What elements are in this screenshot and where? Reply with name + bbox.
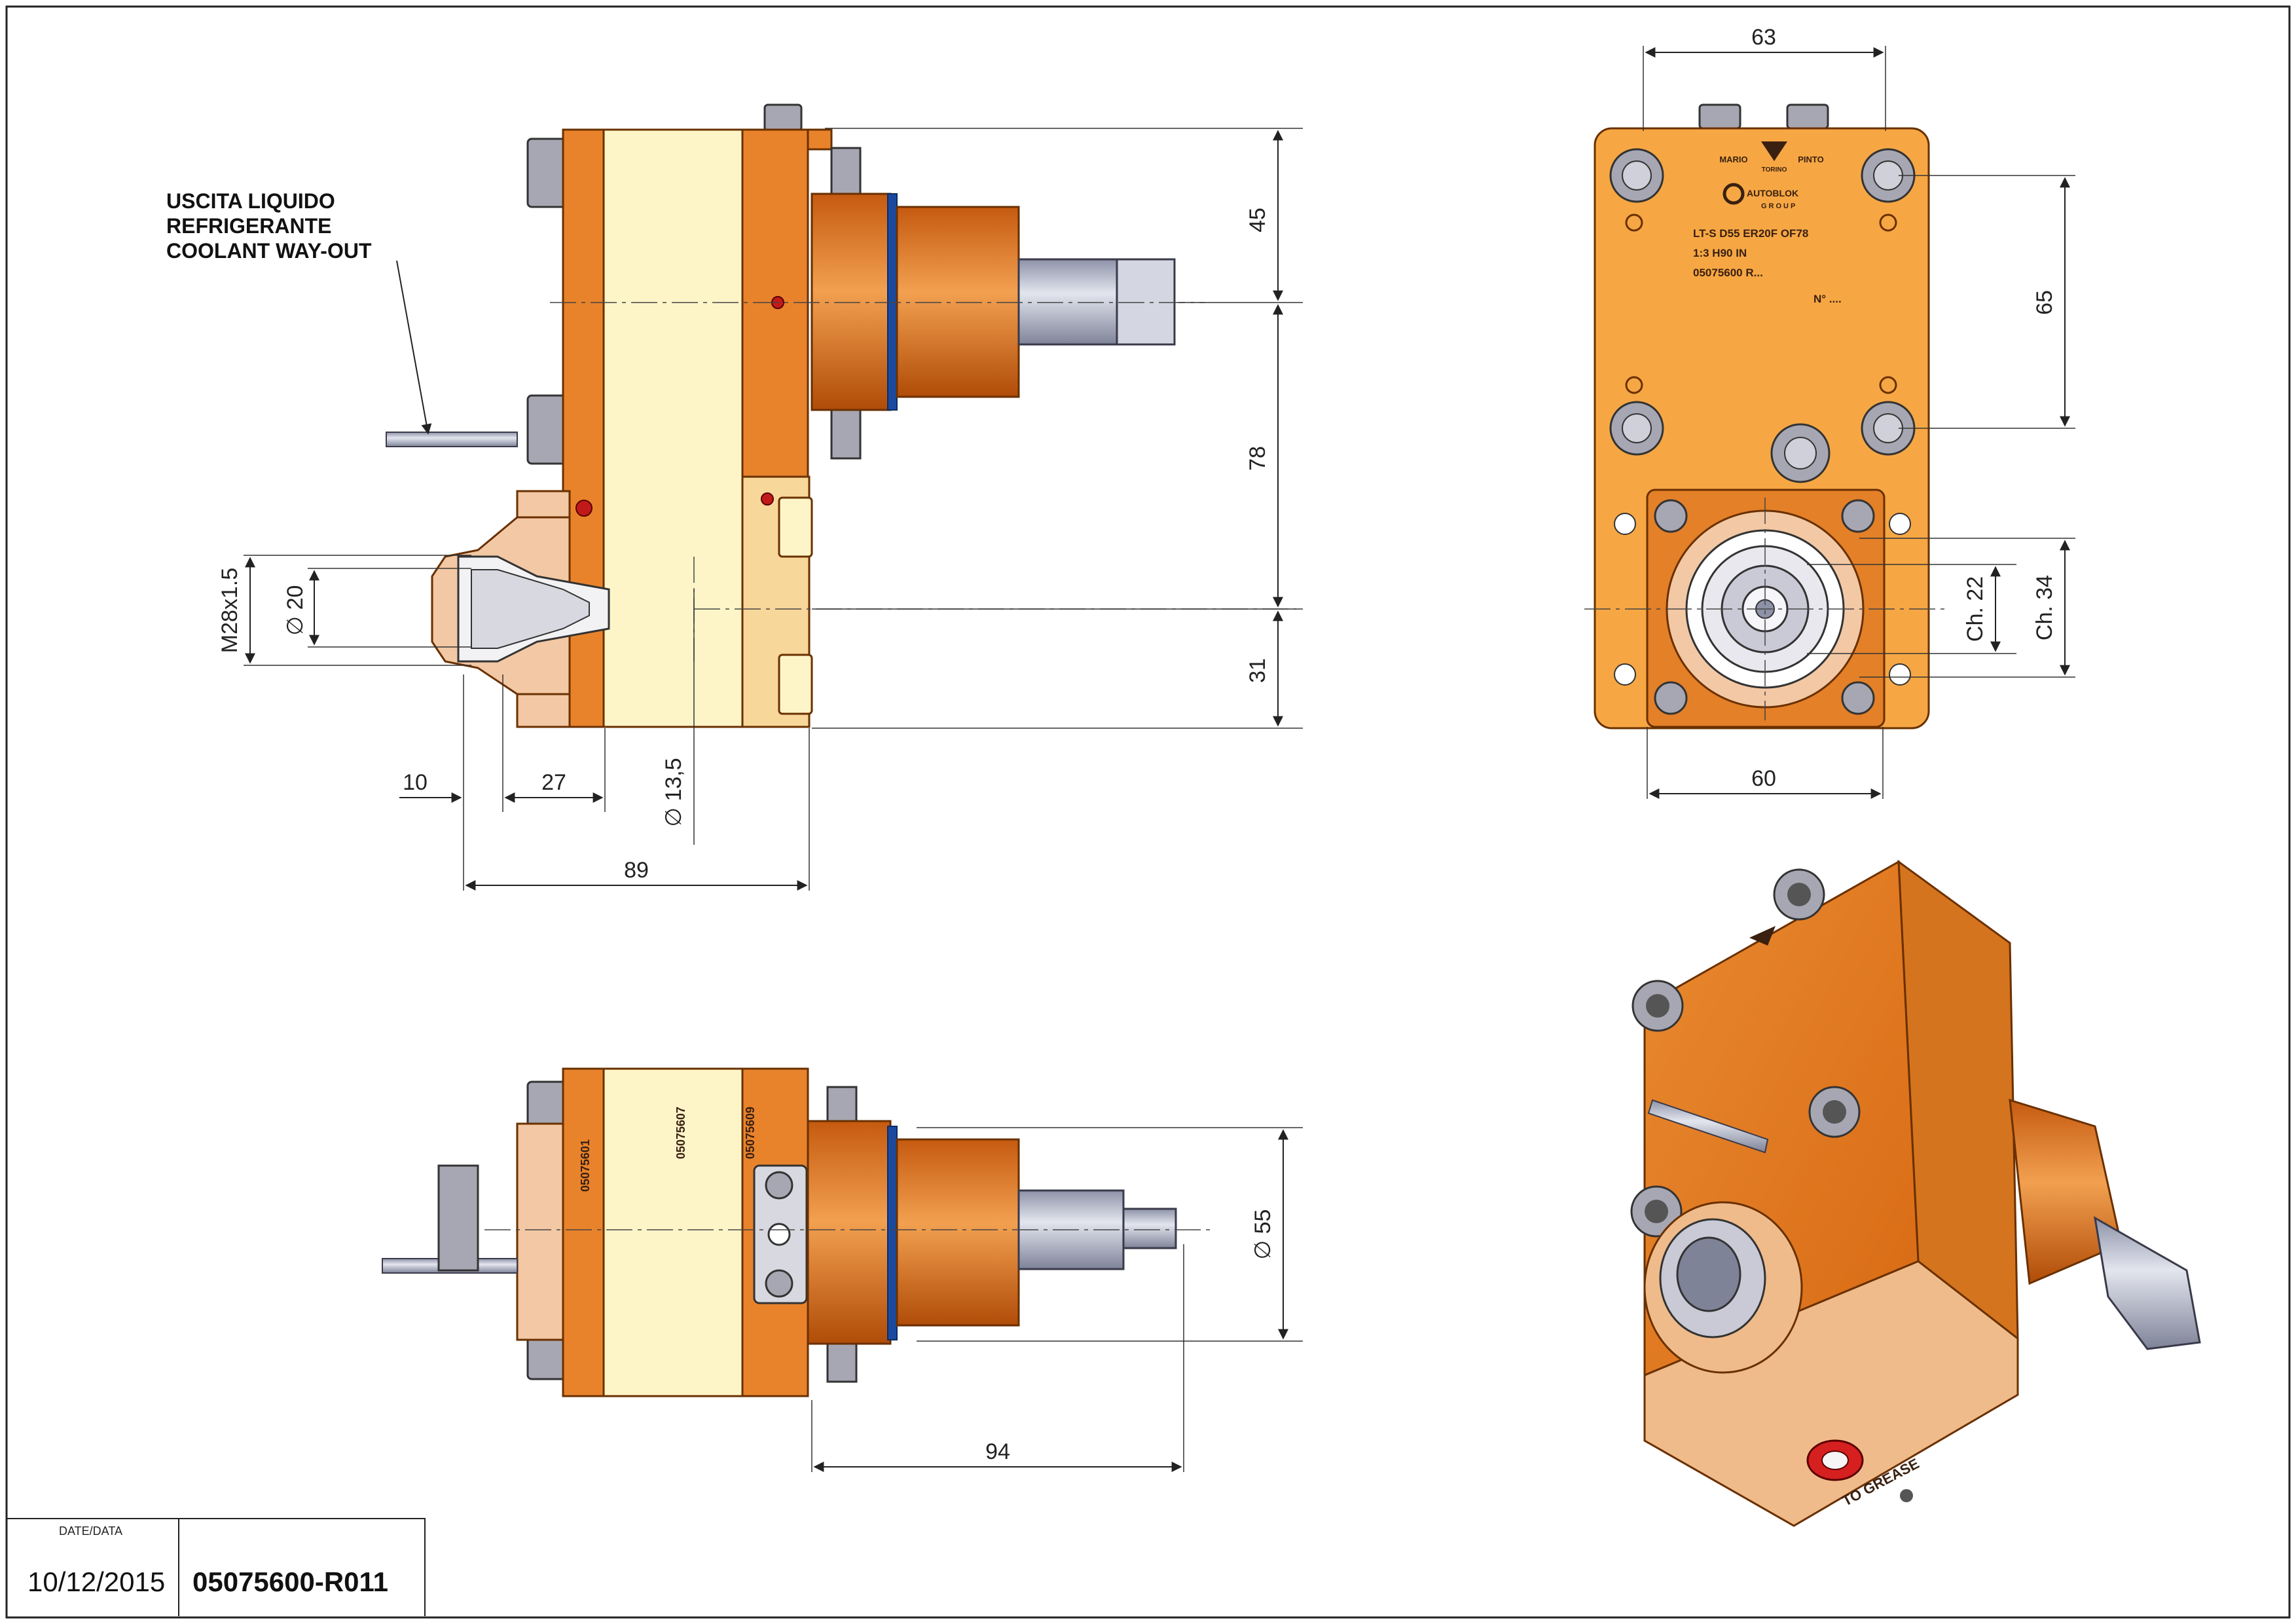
dim-d20: ∅ 20 <box>283 585 308 636</box>
coolant-note-line1: USCITA LIQUIDO <box>166 189 335 213</box>
plate-serial: N° .... <box>1813 293 1842 305</box>
part-number-a: 05075601 <box>579 1139 592 1192</box>
part-number-c: 05075609 <box>744 1107 757 1159</box>
dim-m28: M28x1.5 <box>217 568 242 653</box>
date-label: DATE/DATA <box>59 1524 123 1538</box>
dim-94: 94 <box>985 1439 1010 1464</box>
dim-10: 10 <box>403 770 428 795</box>
side-view-dimensions: 45 78 31 M28x1.5 ∅ 20 ∅ 13,5 10 27 89 US… <box>166 128 1303 891</box>
dim-89: 89 <box>624 858 649 883</box>
drawing-number-cell: 05075600-R011 <box>178 1518 426 1616</box>
sheet-border <box>5 5 2291 1619</box>
dim-60: 60 <box>1751 766 1776 791</box>
dim-31: 31 <box>1245 658 1270 683</box>
dim-45: 45 <box>1245 208 1270 232</box>
date-value: 10/12/2015 <box>27 1566 166 1597</box>
top-view-dimensions: ∅ 55 94 <box>811 1127 1303 1472</box>
dim-ch22: Ch. 22 <box>1963 576 1988 642</box>
dim-d13-5: ∅ 13,5 <box>661 758 686 826</box>
part-number-b: 05075607 <box>674 1107 687 1159</box>
front-view-dimensions: 63 65 Ch. 22 Ch. 34 60 <box>1643 25 2075 799</box>
dim-ch34: Ch. 34 <box>2032 575 2057 640</box>
side-view <box>386 103 1296 728</box>
coolant-note-line3: COOLANT WAY-OUT <box>166 239 372 263</box>
title-block: DATE/DATA 10/12/2015 05075600-R011 <box>7 1518 426 1616</box>
isometric-view: TO GREASE <box>1630 859 2201 1527</box>
dim-63: 63 <box>1751 25 1776 50</box>
top-view: 05075601 05075607 05075609 <box>382 1067 1211 1397</box>
plate-brand-2: PINTO <box>1798 155 1824 164</box>
plate-brand-1: MARIO <box>1719 155 1747 164</box>
plate-line-3: 05075600 R... <box>1693 267 1763 279</box>
plate-group: AUTOBLOK <box>1747 188 1798 198</box>
plate-line-2: 1:3 H90 IN <box>1693 247 1747 259</box>
drawing-number: 05075600-R011 <box>192 1566 388 1597</box>
front-view: MARIO PINTO TORINO AUTOBLOK GROUP LT-S D… <box>1584 103 1944 729</box>
dim-27: 27 <box>541 770 566 795</box>
dim-d55: ∅ 55 <box>1250 1209 1275 1260</box>
plate-brand-3: TORINO <box>1762 166 1787 174</box>
plate-line-1: LT-S D55 ER20F OF78 <box>1693 227 1808 240</box>
date-cell: DATE/DATA 10/12/2015 <box>7 1518 179 1616</box>
coolant-note-line2: REFRIGERANTE <box>166 214 331 238</box>
dim-65: 65 <box>2032 290 2057 315</box>
dim-78: 78 <box>1245 446 1270 471</box>
plate-group-2: GROUP <box>1761 202 1797 210</box>
